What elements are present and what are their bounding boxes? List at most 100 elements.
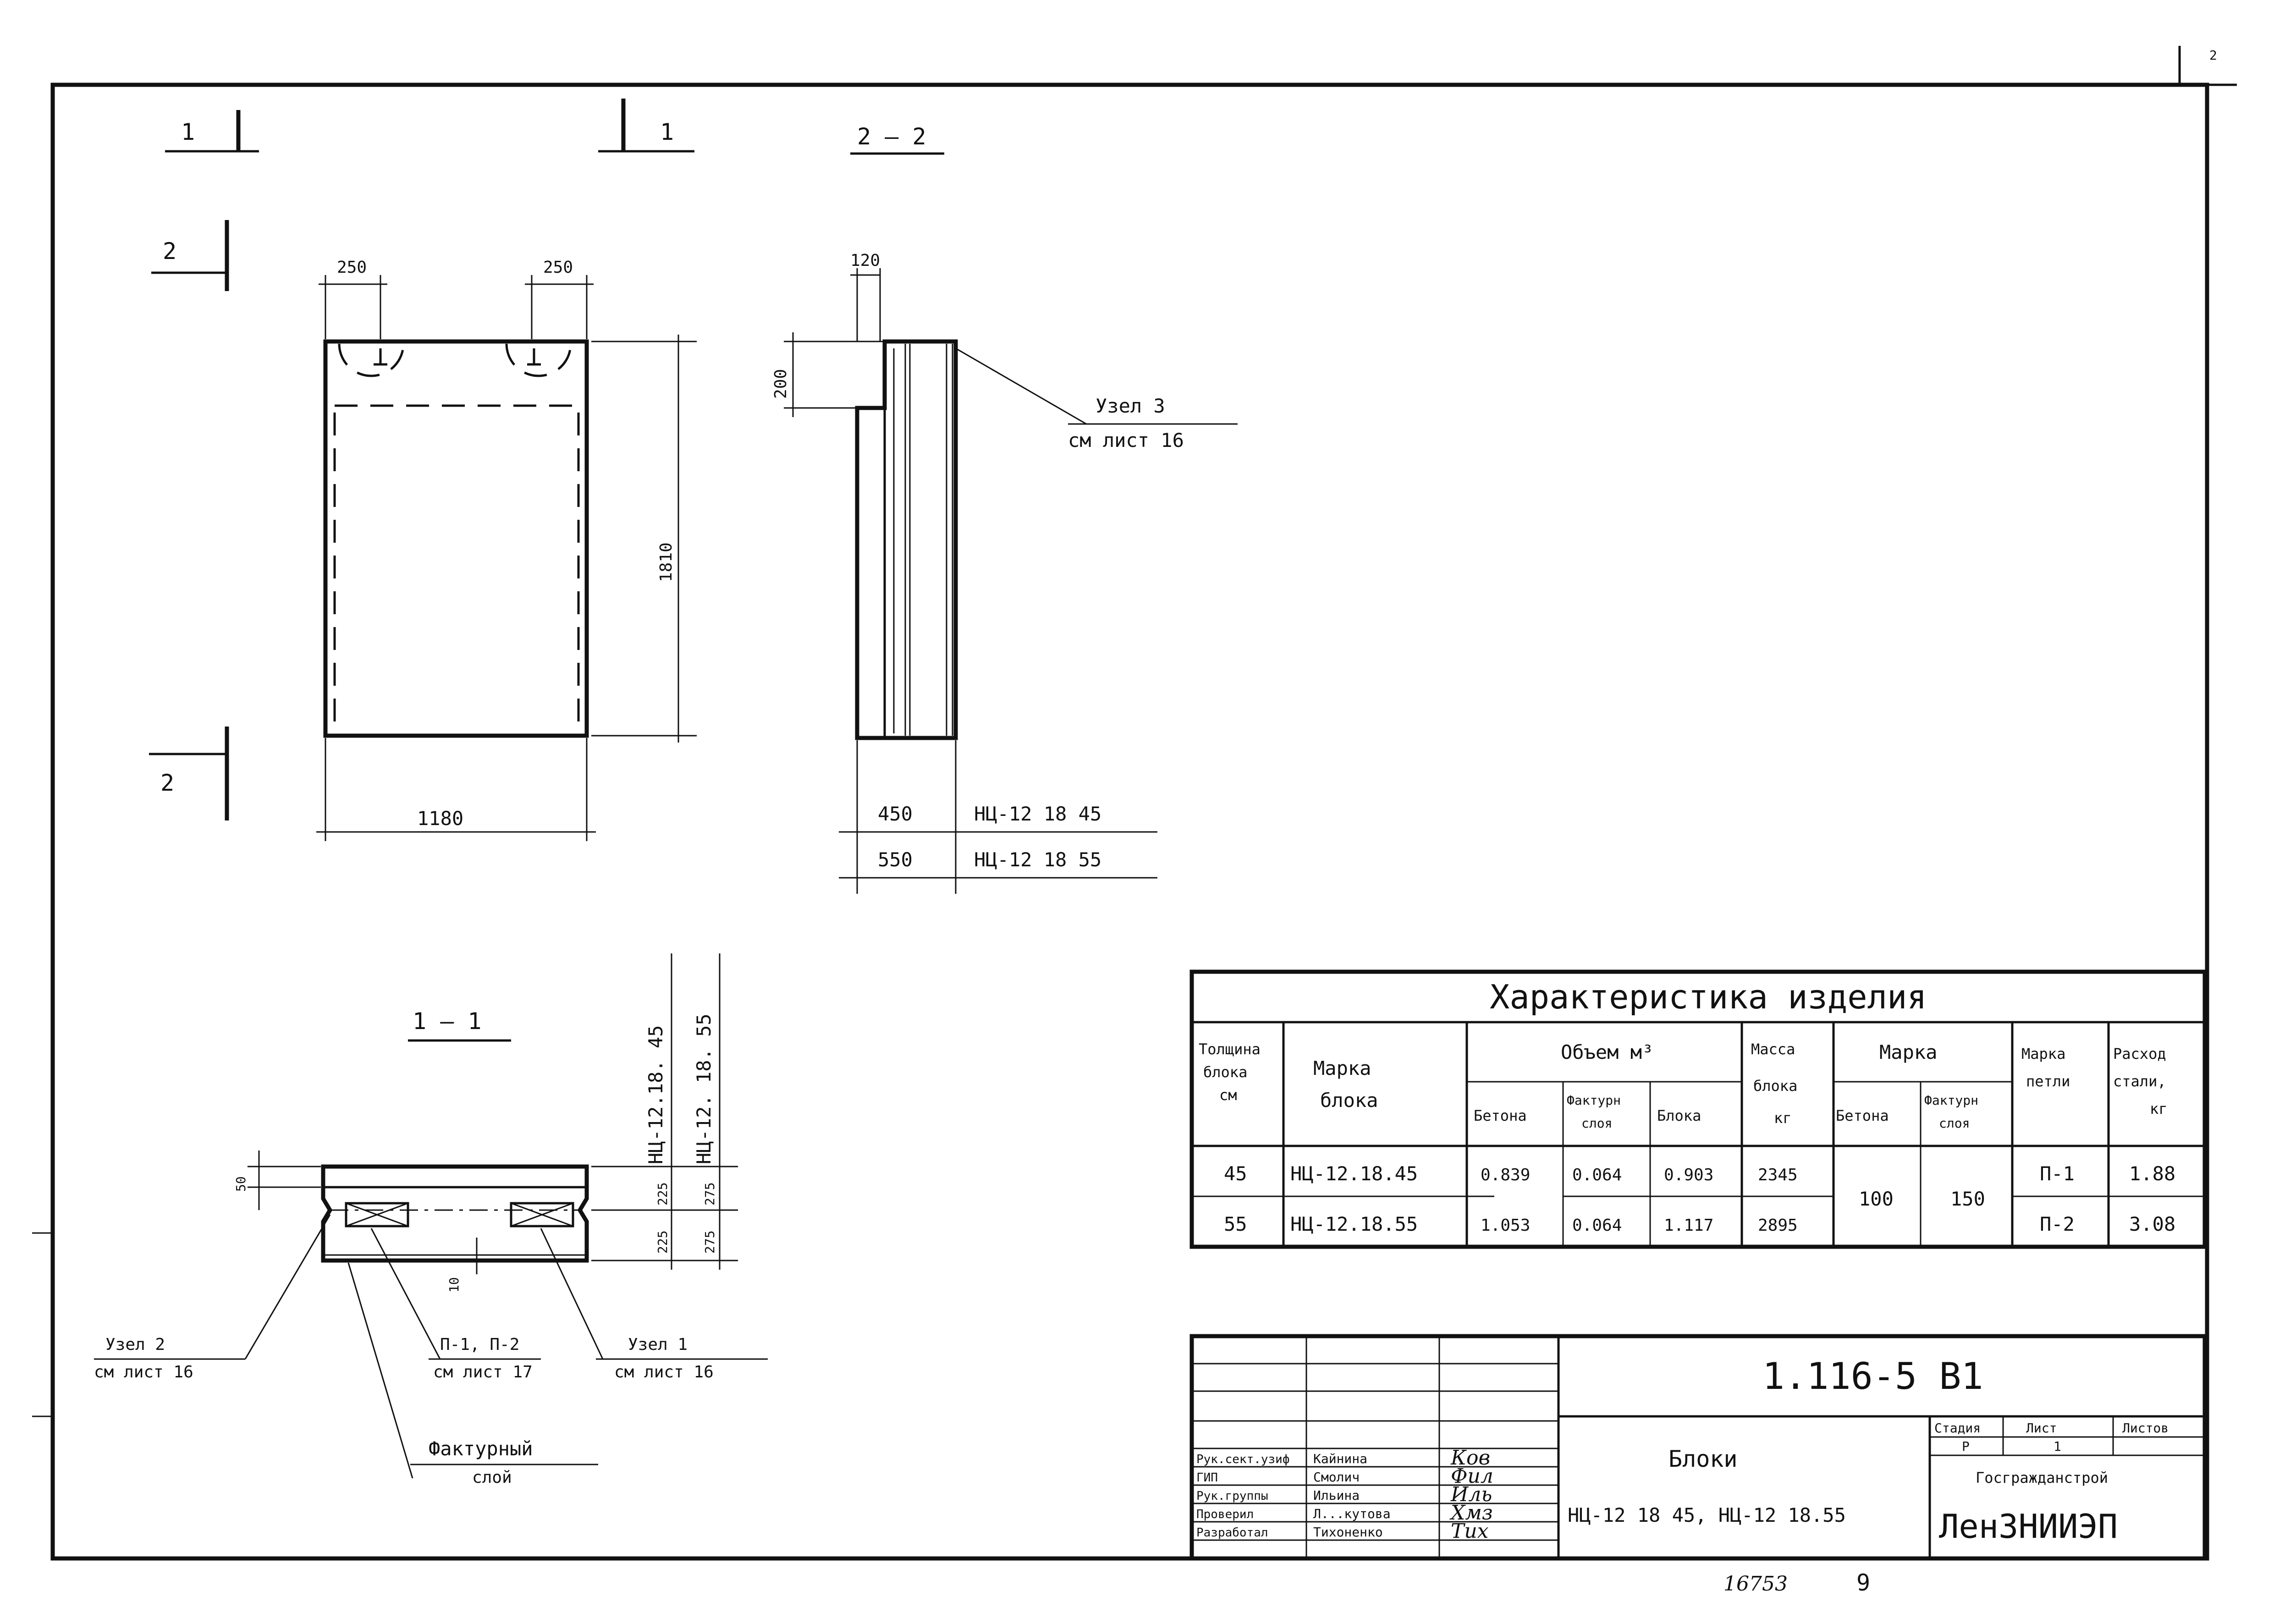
footer-page: 9 xyxy=(1856,1569,1870,1596)
row1-concrete: 0.839 xyxy=(1481,1166,1530,1184)
side-dim-step: 200 xyxy=(771,369,790,399)
hdr-steel-3: кг xyxy=(2150,1100,2168,1118)
hdr-grade-facing-1: Фактурн xyxy=(1924,1093,1978,1108)
sheet-value: 1 xyxy=(2054,1439,2061,1454)
hdr-loop-1: Марка xyxy=(2021,1045,2065,1062)
hdr-loop-2: петли xyxy=(2026,1073,2070,1090)
row2-steel: 3.08 xyxy=(2129,1213,2175,1235)
section-dim-10: 10 xyxy=(446,1277,462,1293)
role-3: Рук.группы xyxy=(1196,1489,1268,1503)
section-dim-275-a: 275 xyxy=(702,1182,717,1206)
org-parent: Госгражданстрой xyxy=(1976,1469,2108,1486)
hdr-mass-2: блока xyxy=(1753,1077,1797,1095)
section-mark-55: НЦ-12. 18. 55 xyxy=(693,1013,715,1164)
section-cut-marks: 1 1 2 2 xyxy=(149,99,694,820)
signature-2: Фил xyxy=(1451,1464,1493,1488)
row2-mass: 2895 xyxy=(1758,1216,1798,1235)
signature-1: Ков xyxy=(1450,1446,1490,1470)
hdr-grade-facing-2: слоя xyxy=(1939,1116,1970,1131)
section-dim-225-a: 225 xyxy=(655,1182,670,1206)
name-4: Л...кутова xyxy=(1313,1506,1391,1521)
role-4: Проверил xyxy=(1196,1508,1254,1521)
callout-facing-title: Фактурный xyxy=(429,1437,533,1460)
hdr-thickness-2: блока xyxy=(1203,1063,1247,1081)
sheet-frame xyxy=(32,46,2237,1561)
dim-left-loop: 250 xyxy=(337,258,367,277)
callout-node1-title: Узел 1 xyxy=(628,1335,688,1354)
dim-height: 1810 xyxy=(657,542,676,582)
hdr-grade: Марка xyxy=(1879,1041,1937,1063)
thickness-450: 450 xyxy=(878,803,913,825)
row2-thickness: 55 xyxy=(1224,1213,1247,1235)
doc-marks: НЦ-12 18 45, НЦ-12 18.55 xyxy=(1568,1504,1846,1526)
hdr-mass-1: Масса xyxy=(1751,1040,1795,1058)
row2-block: 1.117 xyxy=(1664,1216,1713,1235)
callout-node2-sheet: см лист 16 xyxy=(94,1363,193,1382)
row1-mass: 2345 xyxy=(1758,1166,1798,1184)
section-dim-225-b: 225 xyxy=(655,1230,670,1254)
front-view xyxy=(316,275,697,841)
dim-width: 1180 xyxy=(417,807,463,830)
row2-loop: П-2 xyxy=(2040,1213,2075,1235)
row2-concrete: 1.053 xyxy=(1481,1216,1530,1235)
hdr-steel-1: Расход xyxy=(2113,1045,2166,1062)
name-2: Смолич xyxy=(1313,1470,1360,1485)
hdr-thickness-1: Толщина xyxy=(1199,1040,1261,1058)
callout-loops-title: П-1, П-2 xyxy=(440,1335,519,1354)
hdr-grade-concrete: Бетона xyxy=(1836,1107,1889,1124)
org-name: ЛенЗНИИЭП xyxy=(1939,1507,2118,1546)
side-dim-top: 120 xyxy=(850,251,880,270)
node3-ref-sheet: см лист 16 xyxy=(1068,429,1184,451)
doc-code: 1.116-5 В1 xyxy=(1762,1355,1983,1398)
thickness-550: 550 xyxy=(878,848,913,871)
section-1-1-view xyxy=(94,953,768,1479)
role-5: Разработал xyxy=(1196,1526,1268,1540)
section-dim-top: 50 xyxy=(233,1176,248,1192)
side-view xyxy=(784,268,1238,894)
dim-right-loop: 250 xyxy=(543,258,573,277)
row2-mark: НЦ-12.18.55 xyxy=(1290,1213,1418,1235)
footer-number: 16753 xyxy=(1723,1572,1788,1596)
sheet-label: Лист xyxy=(2026,1420,2057,1436)
title-block xyxy=(1189,1334,2207,1561)
signature-3: Иль xyxy=(1450,1483,1492,1506)
hdr-mark-1: Марка xyxy=(1313,1057,1371,1079)
name-3: Ильина xyxy=(1313,1488,1360,1503)
node3-ref-title: Узел 3 xyxy=(1096,395,1165,417)
name-5: Тихоненко xyxy=(1313,1525,1383,1540)
row1-loop: П-1 xyxy=(2040,1162,2075,1185)
section-dim-275-b: 275 xyxy=(702,1230,717,1254)
sheets-label: Листов xyxy=(2122,1420,2169,1436)
section-mark-45: НЦ-12.18. 45 xyxy=(644,1025,667,1164)
role-1: Рук.сект.узиф xyxy=(1196,1453,1290,1466)
grade-facing-value: 150 xyxy=(1950,1188,1985,1210)
doc-name: Блоки xyxy=(1668,1446,1738,1472)
corner-mark: 2 xyxy=(2209,48,2217,63)
callout-node2-title: Узел 2 xyxy=(105,1335,165,1354)
row1-block: 0.903 xyxy=(1664,1166,1713,1184)
hdr-thickness-3: см xyxy=(1219,1086,1237,1104)
name-1: Кайнина xyxy=(1313,1451,1367,1466)
hdr-volume-concrete: Бетона xyxy=(1474,1107,1527,1124)
grade-concrete-value: 100 xyxy=(1859,1188,1894,1210)
section-title-2-2: 2 — 2 xyxy=(857,123,926,150)
hdr-mark-2: блока xyxy=(1320,1089,1378,1112)
row1-thickness: 45 xyxy=(1224,1162,1247,1185)
row1-facing: 0.064 xyxy=(1572,1166,1622,1184)
hdr-mass-3: кг xyxy=(1774,1109,1792,1127)
hdr-steel-2: стали, xyxy=(2113,1073,2166,1090)
signature-4: Хмз xyxy=(1449,1501,1493,1525)
signature-5: Тих xyxy=(1451,1519,1489,1543)
hdr-volume-facing-2: слоя xyxy=(1581,1116,1612,1131)
section-mark-right: 1 xyxy=(660,119,674,145)
hdr-volume: Объем м³ xyxy=(1561,1041,1653,1063)
row2-facing: 0.064 xyxy=(1572,1216,1622,1235)
view-mark-2-bottom: 2 xyxy=(160,770,174,796)
spec-table-title: Характеристика изделия xyxy=(1490,978,1927,1016)
hdr-volume-facing-1: Фактурн xyxy=(1567,1093,1621,1108)
stage-value: Р xyxy=(1962,1439,1970,1454)
role-2: ГИП xyxy=(1196,1471,1218,1485)
row1-mark: НЦ-12.18.45 xyxy=(1290,1162,1418,1185)
thickness-mark-45: НЦ-12 18 45 xyxy=(974,803,1101,825)
